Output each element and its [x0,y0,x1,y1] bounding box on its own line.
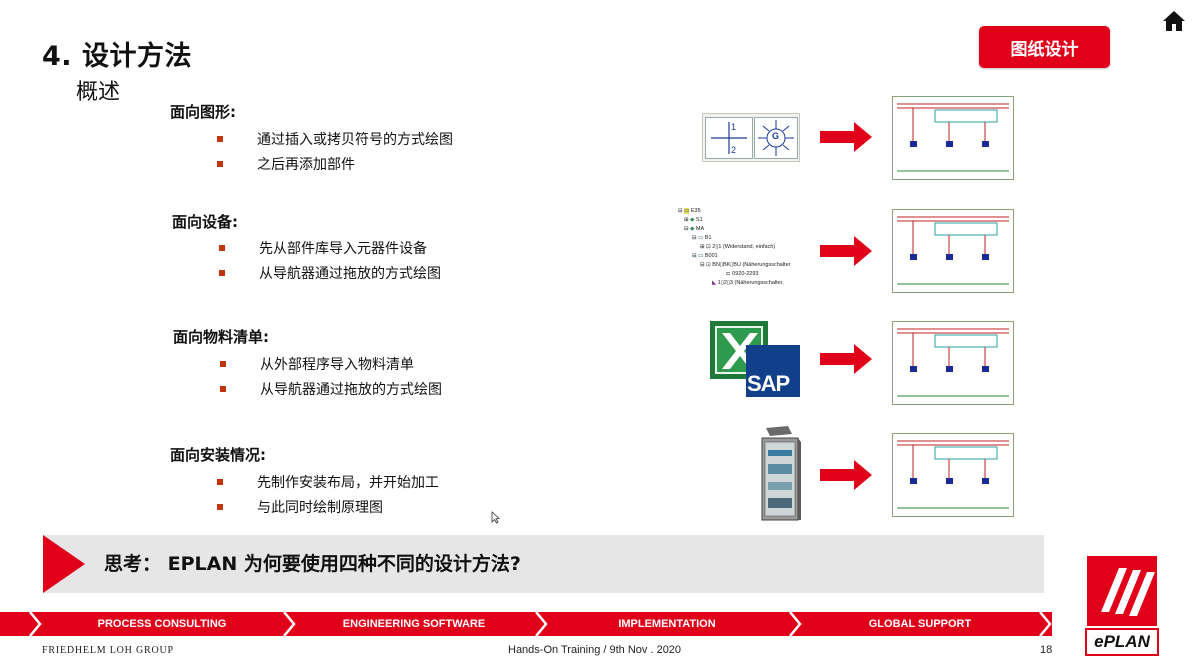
bullet-square [219,270,225,276]
page-title: 4. 设计方法 [42,41,192,72]
tree-node-label: 2▯1 (Widerstand, einfach) [712,244,776,250]
switch-top-label: 1 [731,122,737,132]
bullet-square [219,245,225,251]
band-item-process-consulting: PROCESS CONSULTING [97,618,227,630]
tree-node: ⊟ ⊡ BN▯BK▯BU (Näherungsschalter [700,262,791,268]
bullet-square [217,161,223,167]
tree-node-label: B1 [704,235,712,241]
section-heading-bom: 面向物料清单: [173,328,269,346]
bullet-text: 从导航器通过拖放的方式绘图 [260,382,442,398]
question-text: 思考： EPLAN 为何要使用四种不同的设计方法? [104,553,521,575]
bullet-text: 先制作安装布局，并开始加工 [257,475,439,491]
tree-node-label: 1▯2▯3 (Näherungsschalter, [717,280,784,286]
schematic-drawing [897,440,1009,509]
home-icon[interactable] [1162,10,1186,32]
tree-node: ⊏ 0920-2293 [726,271,759,277]
motor-symbol-icon [758,120,794,156]
schematic-thumbnail [892,433,1014,517]
eplan-logo-text: ePLAN [1085,628,1159,656]
bullet-item: 先制作安装布局，并开始加工 [217,472,439,492]
device-navigator-image: ⊟ ▭ E35 ⊞ ◆ S1 ⊟ ◆ MA ⊟ ▭ B1 ⊞ ⊡ 2▯1 (Wi… [668,207,800,291]
bullet-item: 从导航器通过拖放的方式绘图 [219,263,441,283]
schematic-thumbnail [892,321,1014,405]
bullet-square [220,361,226,367]
arrow-right-icon [820,344,872,374]
tree-node: ⊟ ▭ E35 [678,208,701,214]
bullet-item: 先从部件库导入元器件设备 [219,238,427,258]
bullet-item: 从外部程序导入物料清单 [220,354,414,374]
schematic-thumbnail [892,96,1014,180]
tree-node-label: BN▯BK▯BU (Näherungsschalter [712,262,791,268]
bullet-text: 从外部程序导入物料清单 [260,357,414,373]
tree-node: ◣ 1▯2▯3 (Näherungsschalter, [712,280,784,286]
service-band [0,612,1052,636]
tree-node: ⊟ ▭ B001 [692,253,718,259]
bullet-item: 从导航器通过拖放的方式绘图 [220,379,442,399]
arrow-right-icon [820,460,872,490]
arrow-right-icon [820,122,872,152]
section-heading-graphics: 面向图形: [170,103,236,121]
switch-bottom-label: 2 [731,145,737,155]
tree-node-label: 0920-2293 [732,271,759,277]
bullet-square [217,136,223,142]
band-item-engineering-software: ENGINEERING SOFTWARE [342,618,486,630]
sap-icon: SAP [746,345,800,397]
motor-symbol: G [754,117,798,159]
question-bar [43,535,1044,593]
section-heading-device: 面向设备: [172,213,238,231]
company-name: FRIEDHELM LOH GROUP [42,645,174,656]
tree-node-label: B001 [704,253,718,259]
band-item-implementation: IMPLEMENTATION [618,618,716,630]
band-item-global-support: GLOBAL SUPPORT [868,618,972,630]
bullet-item: 之后再添加部件 [217,154,355,174]
switch-symbol-icon [711,122,747,154]
arrow-right-icon [820,236,872,266]
sap-label: SAP [747,371,790,396]
excel-sap-image: SAP [710,321,800,397]
bullet-text: 与此同时绘制原理图 [257,500,383,516]
tree-node-label: E35 [690,208,701,214]
schematic-thumbnail [892,209,1014,293]
switch-symbol: 1 2 [705,117,753,159]
tree-node: ⊞ ⊡ 2▯1 (Widerstand, einfach) [700,244,776,250]
schematic-drawing [897,328,1009,397]
symbol-insert-image: 1 2 G [702,113,800,162]
schematic-drawing [897,103,1009,172]
tree-node: ⊟ ▭ B1 [692,235,712,241]
bullet-item: 与此同时绘制原理图 [217,497,383,517]
bullet-text: 之后再添加部件 [257,157,355,173]
tree-node-label: S1 [695,217,703,223]
schematic-drawing [897,216,1009,285]
tree-node: ⊟ ◆ MA [684,226,705,232]
footer-event: Hands-On Training / 9th Nov . 2020 [508,644,682,656]
page-subtitle: 概述 [76,80,121,105]
eplan-logo-mark [1087,556,1157,626]
bullet-item: 通过插入或拷贝符号的方式绘图 [217,129,453,149]
eplan-logo: ePLAN [1085,556,1159,656]
tree-node: ⊞ ◆ S1 [684,217,703,223]
bullet-square [217,504,223,510]
cabinet-image [761,426,801,521]
tree-node-label: MA [695,226,705,232]
section-heading-installation: 面向安装情况: [170,446,266,464]
chapter-tag-button[interactable]: 图纸设计 [979,26,1110,68]
bullet-square [217,479,223,485]
motor-label: G [772,131,780,141]
bullet-text: 先从部件库导入元器件设备 [259,241,427,257]
bullet-square [220,386,226,392]
bullet-text: 通过插入或拷贝符号的方式绘图 [257,132,453,148]
bullet-text: 从导航器通过拖放的方式绘图 [259,266,441,282]
triangle-play-icon [43,535,85,593]
page-number: 18 [1040,644,1053,656]
mouse-cursor-icon [491,511,500,524]
